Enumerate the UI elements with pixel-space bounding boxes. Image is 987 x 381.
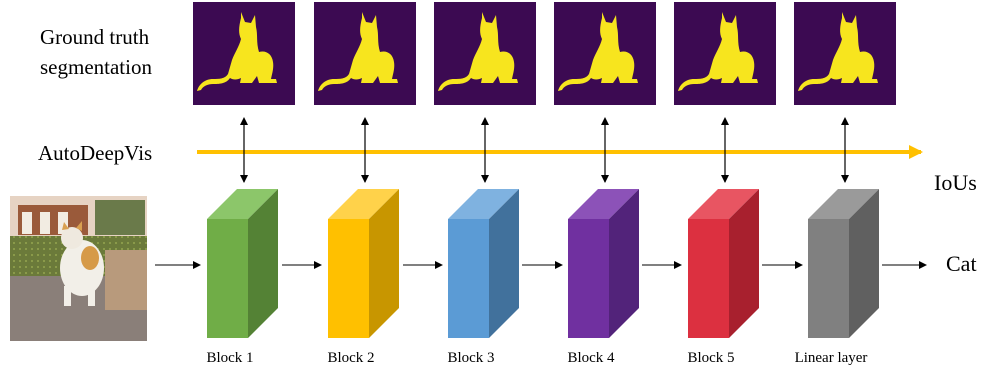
output-label: Cat: [946, 251, 977, 276]
block-cuboid: [808, 189, 879, 338]
ground-truth-label-line1: Ground truth: [40, 25, 150, 49]
segmentation-mask: [794, 2, 896, 105]
block-cuboid: [207, 189, 278, 338]
segmentation-mask: [193, 2, 295, 105]
segmentation-mask: [314, 2, 416, 105]
block-label: Block 1: [206, 350, 254, 366]
segmentation-masks: [193, 2, 896, 105]
block-cuboid: [328, 189, 399, 338]
input-cat-photo: [10, 196, 147, 341]
block-cuboid: [568, 189, 639, 338]
block-cuboid: [448, 189, 519, 338]
block-label: Linear layer: [794, 350, 868, 366]
block-cuboid: [688, 189, 759, 338]
vertical-arrows: [240, 117, 849, 183]
block-label: Block 4: [567, 350, 615, 366]
block-label: Block 3: [447, 350, 495, 366]
ground-truth-label-line2: segmentation: [40, 55, 152, 79]
segmentation-mask: [554, 2, 656, 105]
network-blocks: [207, 189, 879, 338]
ground-truth-label: Ground truth segmentation: [40, 22, 152, 82]
segmentation-mask: [674, 2, 776, 105]
ious-label: IoUs: [934, 170, 977, 195]
block-label: Block 5: [687, 350, 735, 366]
autodeepvis-label: AutoDeepVis: [38, 141, 153, 165]
block-label: Block 2: [327, 350, 375, 366]
segmentation-mask: [434, 2, 536, 105]
